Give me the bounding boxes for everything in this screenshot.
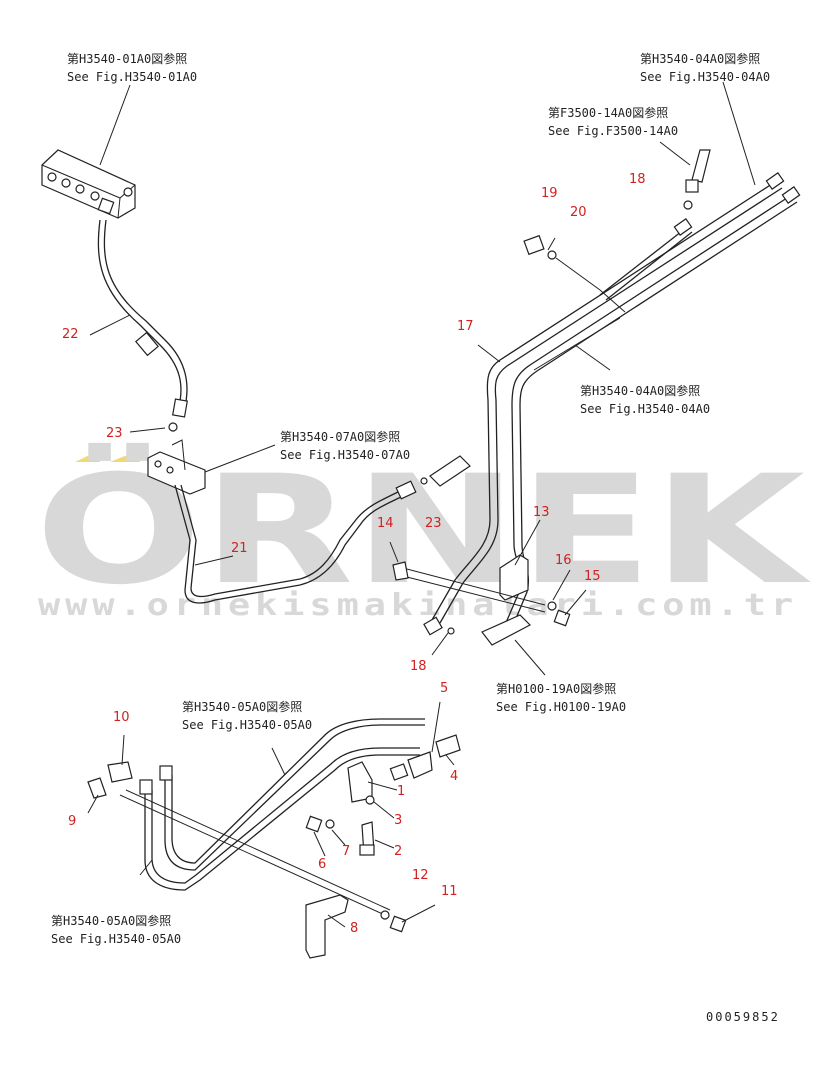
callout-number: 18: [629, 172, 646, 187]
washer-16: [547, 601, 557, 611]
callout-number: 4: [450, 769, 458, 784]
valve-manifold: [41, 149, 136, 219]
ref-label-jp: 第H3540-05A0図参照: [182, 699, 302, 714]
callout-number: 8: [350, 921, 358, 936]
leader-lines: [87, 81, 756, 928]
watermark: ÖRNEK www.ornekismakinalari.com.tr: [35, 442, 811, 623]
callout-numbers: 22 23 21 14 23 13 16 15 18 17 19 20 18 1…: [62, 172, 646, 936]
ref-label-en: See Fig.H3540-01A0: [67, 70, 197, 84]
callout-number: 9: [68, 814, 76, 829]
callout-number: 23: [106, 426, 123, 441]
hose-22-outline: [103, 219, 188, 411]
ref-label-en: See Fig.F3500-14A0: [548, 124, 678, 138]
o-ring-20: [547, 250, 557, 260]
reference-labels: 第H3540-01A0図参照 See Fig.H3540-01A0 第H3540…: [51, 51, 770, 946]
ref-label-en: See Fig.H3540-05A0: [51, 932, 181, 946]
o-ring-23: [168, 422, 178, 432]
washer-12: [380, 910, 390, 920]
fitting-f3500: [691, 149, 711, 183]
bracket-8: [305, 894, 349, 959]
ref-label-en: See Fig.H0100-19A0: [496, 700, 626, 714]
clamp-4: [435, 734, 461, 758]
clamp-5: [407, 751, 433, 779]
callout-number: 19: [541, 186, 558, 201]
hose-fitting-h0100: [481, 614, 532, 646]
callout-number: 14: [377, 516, 394, 531]
bracket-1: [347, 761, 373, 803]
callout-number: 22: [62, 327, 79, 342]
callout-number: 21: [231, 541, 248, 556]
ref-label-jp: 第H3540-05A0図参照: [51, 913, 171, 928]
pipe-21: [174, 484, 406, 604]
callout-number: 5: [440, 681, 448, 696]
adapter-fitting: [429, 455, 471, 487]
ref-label-jp: 第H3540-04A0図参照: [580, 383, 700, 398]
nut-11: [389, 915, 407, 933]
bracket-07a0: [147, 439, 206, 495]
ref-label-en: See Fig.H3540-05A0: [182, 718, 312, 732]
o-ring-18: [683, 200, 693, 210]
u-bolt-14: [392, 561, 409, 581]
ref-label-en: See Fig.H3540-07A0: [280, 448, 410, 462]
ref-label-jp: 第H3540-01A0図参照: [67, 51, 187, 66]
callout-number: 3: [394, 813, 402, 828]
plug-19: [523, 234, 545, 256]
hose-22: [97, 219, 182, 411]
pipe-lower-b: [164, 724, 425, 871]
callout-number: 13: [533, 505, 550, 520]
u-bolt-10: [107, 761, 133, 783]
washer-7: [325, 819, 335, 829]
ref-label-jp: 第H0100-19A0図参照: [496, 681, 616, 696]
callout-number: 17: [457, 319, 474, 334]
ref-label-en: See Fig.H3540-04A0: [640, 70, 770, 84]
pipe-21-outline: [180, 484, 403, 598]
pipe-17: [431, 181, 776, 621]
callout-number: 6: [318, 857, 326, 872]
watermark-url: www.ornekismakinalari.com.tr: [38, 588, 798, 623]
ref-label-jp: 第H3540-07A0図参照: [280, 429, 400, 444]
clamp-9: [87, 777, 107, 799]
callout-number: 11: [441, 884, 458, 899]
drawing-number: 00059852: [706, 1010, 780, 1024]
ref-label-en: See Fig.H3540-04A0: [580, 402, 710, 416]
callout-number: 23: [425, 516, 442, 531]
pipe-short: [599, 227, 687, 296]
nut-6: [305, 815, 323, 833]
ref-label-jp: 第F3500-14A0図参照: [548, 105, 668, 120]
pipe-lower-a: [144, 754, 420, 891]
callout-number: 12: [412, 868, 429, 883]
washer-3: [365, 795, 375, 805]
o-ring-18b: [447, 627, 455, 635]
callout-number: 10: [113, 710, 130, 725]
o-ring-23b: [420, 477, 428, 485]
callout-number: 7: [342, 844, 350, 859]
callout-number: 16: [555, 553, 572, 568]
callout-number: 1: [397, 784, 405, 799]
callout-number: 18: [410, 659, 427, 674]
ref-label-jp: 第H3540-04A0図参照: [640, 51, 760, 66]
callout-number: 15: [584, 569, 601, 584]
callout-number: 20: [570, 205, 587, 220]
callout-number: 2: [394, 844, 402, 859]
